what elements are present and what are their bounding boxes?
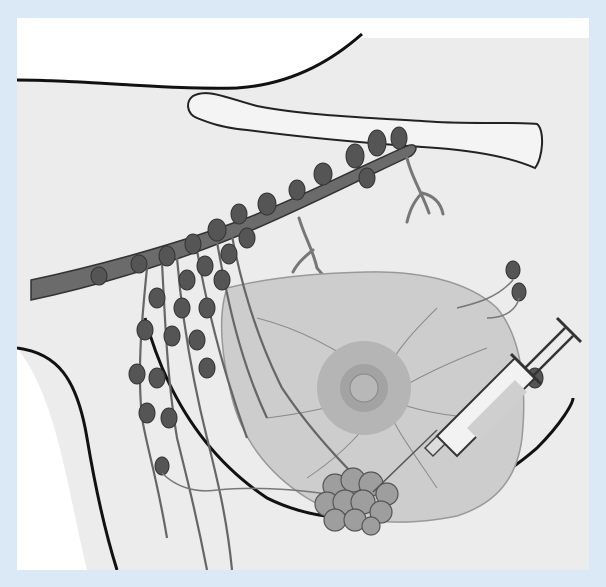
nipple-icon <box>350 374 378 402</box>
illustration-panel <box>17 18 589 570</box>
breast-lymphatic-illustration <box>17 18 589 570</box>
